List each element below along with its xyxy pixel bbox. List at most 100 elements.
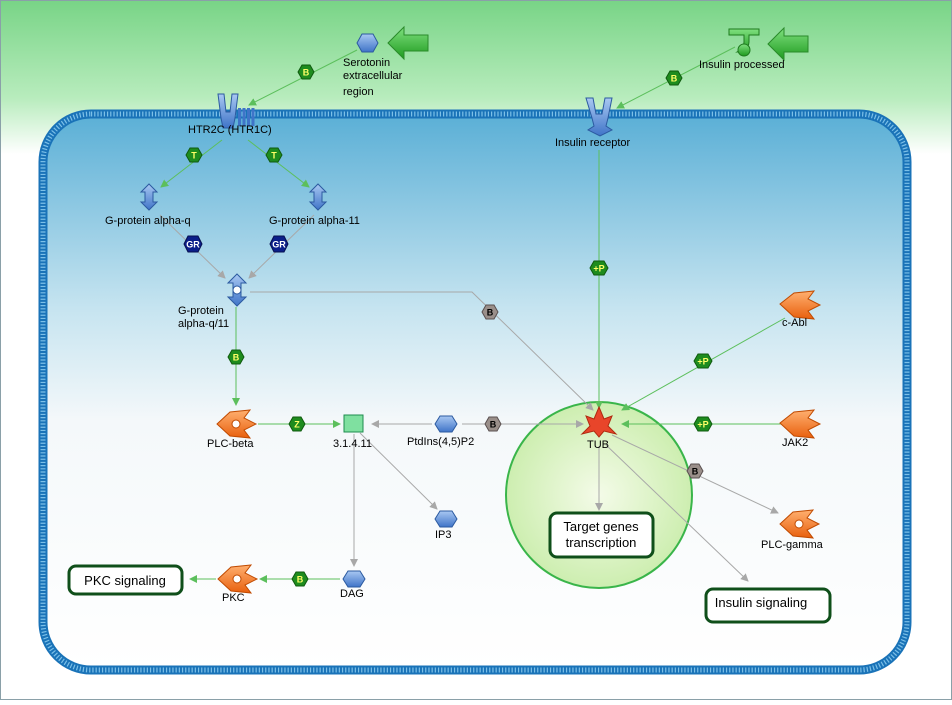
- badge-dag-pkc[interactable]: B: [291, 571, 309, 587]
- target-genes-outcome[interactable]: Target genes transcription: [548, 511, 655, 559]
- badge-hexagon-icon: [291, 571, 309, 587]
- badge-insulin-receptor[interactable]: B: [665, 70, 683, 86]
- pkc-node[interactable]: PKC: [217, 564, 259, 604]
- badge-serotonin-htr2c[interactable]: B: [297, 64, 315, 80]
- badge-hexagon-icon: [265, 147, 283, 163]
- serotonin-input-arrow-icon: [387, 25, 429, 61]
- g-alpha-q11-label-2: alpha-q/11: [178, 318, 229, 330]
- g-protein-alpha-q-node[interactable]: G-protein alpha-q: [105, 183, 191, 227]
- enzyme-marker-icon: [794, 519, 804, 529]
- badge-text: B: [671, 74, 678, 84]
- kinase-icon: [779, 290, 822, 320]
- edge-enzyme-ip3: [359, 432, 438, 510]
- plc-gamma-label: PLC-gamma: [761, 539, 824, 551]
- badge-hexagon-icon: [227, 349, 245, 365]
- htr2c-label: HTR2C (HTR1C): [188, 124, 272, 136]
- insulin-input-arrow-icon: [767, 26, 809, 62]
- badge-gq11-plcbeta[interactable]: B: [227, 349, 245, 365]
- reaction-box-icon: [343, 414, 364, 433]
- cell-membrane-texture: [40, 111, 910, 673]
- complex-marker-icon: [232, 285, 242, 295]
- badge-text: +P: [593, 264, 604, 274]
- badge-hexagon-icon: [665, 70, 683, 86]
- insulin-signaling-outcome[interactable]: Insulin signaling: [704, 587, 832, 624]
- edge-tub-insulin-signaling: [605, 444, 749, 582]
- pkc-signaling-outcome[interactable]: PKC signaling: [67, 564, 184, 596]
- ptdins-node[interactable]: PtdIns(4,5)P2: [407, 415, 474, 448]
- serotonin-label-3: region: [343, 86, 374, 98]
- kinase-icon: [779, 409, 822, 439]
- badge-ptdins-tub[interactable]: B: [484, 416, 502, 432]
- ip3-node[interactable]: IP3: [434, 510, 458, 541]
- tub-label: TUB: [587, 439, 609, 451]
- plc-beta-label: PLC-beta: [207, 438, 254, 450]
- badge-hexagon-icon: [686, 463, 704, 479]
- cell-cytoplasm: [43, 114, 907, 670]
- badge-cabl-tub[interactable]: +P: [693, 353, 713, 369]
- c-abl-node[interactable]: c-Abl: [779, 290, 822, 329]
- badge-hexagon-icon: [269, 235, 289, 253]
- outcome-box: [704, 587, 832, 624]
- badge-text: GR: [186, 240, 200, 250]
- g-protein-icon: [139, 183, 159, 211]
- insulin-processed-label: Insulin processed: [699, 59, 785, 71]
- badge-text: +P: [697, 420, 708, 430]
- plc-beta-node[interactable]: PLC-beta: [207, 409, 258, 450]
- c-abl-label: c-Abl: [782, 317, 807, 329]
- badge-hexagon-icon: [185, 147, 203, 163]
- receptor-icon: [585, 97, 613, 137]
- g-protein-icon: [308, 183, 328, 211]
- kinase-marker-icon: [232, 574, 242, 584]
- g-protein-alpha-q11-node[interactable]: G-protein alpha-q/11: [178, 273, 248, 330]
- badge-htr2c-alpha-11[interactable]: T: [265, 147, 283, 163]
- badge-htr2c-alpha-q[interactable]: T: [185, 147, 203, 163]
- insulin-receptor-label: Insulin receptor: [555, 137, 631, 149]
- outcome-box: [548, 511, 655, 559]
- badge-gq11-tub[interactable]: B: [481, 304, 499, 320]
- badge-text: T: [271, 151, 277, 161]
- badge-alpha-q-gr[interactable]: GR: [183, 235, 203, 253]
- badge-hexagon-icon: [589, 260, 609, 276]
- jak2-label: JAK2: [782, 437, 808, 449]
- insulin-ligand-icon: [728, 28, 760, 53]
- plc-gamma-node[interactable]: PLC-gamma: [761, 509, 824, 551]
- pkc-signaling-label: PKC signaling: [84, 573, 166, 588]
- badge-text: B: [303, 68, 310, 78]
- badge-alpha-11-gr[interactable]: GR: [269, 235, 289, 253]
- serotonin-node[interactable]: Serotonin extracellular region: [343, 25, 429, 98]
- jak2-node[interactable]: JAK2: [779, 409, 822, 449]
- badge-text: B: [297, 575, 304, 585]
- badge-hexagon-icon: [693, 416, 713, 432]
- badge-hexagon-icon: [297, 64, 315, 80]
- badge-plcbeta-enzyme[interactable]: Z: [288, 416, 306, 432]
- badge-hexagon-icon: [481, 304, 499, 320]
- g-alpha-q11-label-1: G-protein: [178, 305, 224, 317]
- receptor-icon: [217, 93, 239, 129]
- badge-tub-plcgamma[interactable]: B: [686, 463, 704, 479]
- enzyme-node[interactable]: 3.1.4.11: [333, 414, 372, 450]
- tub-node[interactable]: TUB: [580, 405, 618, 451]
- outcome-box: [67, 564, 184, 596]
- receptor-tm-bar-icon: [238, 108, 241, 126]
- dag-node[interactable]: DAG: [340, 570, 366, 600]
- badge-hexagon-icon: [484, 416, 502, 432]
- g-protein-alpha-11-node[interactable]: G-protein alpha-11: [269, 183, 360, 227]
- insulin-processed-node[interactable]: Insulin processed: [699, 26, 809, 71]
- ptdins-label: PtdIns(4,5)P2: [407, 436, 474, 448]
- pkc-label: PKC: [222, 592, 245, 604]
- receptor-tm-bar-icon: [242, 108, 246, 126]
- badge-insr-tub[interactable]: +P: [589, 260, 609, 276]
- receptor-tm-bar-icon: [251, 108, 255, 126]
- edge-htr2c-alpha-11: [247, 139, 310, 188]
- badge-hexagon-icon: [288, 416, 306, 432]
- badge-jak2-tub[interactable]: +P: [693, 416, 713, 432]
- htr2c-node[interactable]: HTR2C (HTR1C): [188, 93, 272, 136]
- insulin-ligand-ball-icon: [737, 43, 751, 57]
- insulin-receptor-node[interactable]: Insulin receptor: [555, 97, 631, 149]
- target-genes-label-1: Target genes: [563, 519, 639, 534]
- badge-text: T: [191, 151, 197, 161]
- compound-hexagon-icon: [434, 415, 458, 433]
- edge-gq11-tub: [250, 291, 594, 411]
